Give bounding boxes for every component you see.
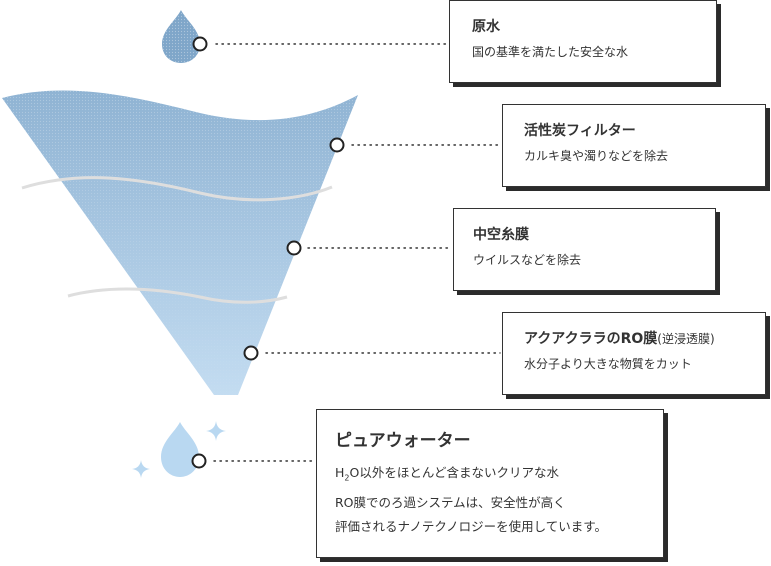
raw-water-drop-dots (162, 10, 200, 63)
stage-title: 原水 (472, 19, 500, 35)
sparkle-icon (132, 460, 150, 478)
connector-dot-carbon (329, 137, 345, 153)
stage-raw-water-box: 原水 国の基準を満たした安全な水 (449, 0, 717, 83)
connector-dot-ro (243, 345, 259, 361)
pure-water-line-2: RO膜でのろ過システムは、安全性が高く (335, 494, 566, 510)
pure-water-line-1: H2O以外をほとんど含まないクリアな水 (335, 465, 559, 483)
filter-layer-wave-1 (21, 176, 333, 202)
stage-description: カルキ臭や濁りなどを除去 (524, 149, 669, 163)
pure-water-box: ピュアウォーター H2O以外をほとんど含まないクリアな水 RO膜でのろ過システム… (316, 409, 664, 558)
stage-title: 活性炭フィルター (524, 123, 636, 139)
stage-ro-membrane-box: アクアクララのRO膜(逆浸透膜) 水分子より大きな物質をカット (502, 312, 766, 395)
filter-layer-wave-2 (67, 287, 288, 304)
stage-description: 国の基準を満たした安全な水 (472, 45, 629, 59)
stage-hollow-fiber-box: 中空糸膜 ウイルスなどを除去 (453, 208, 716, 291)
stage-description: ウイルスなどを除去 (473, 253, 582, 267)
sparkle-icon (206, 421, 226, 441)
connector-dot-raw (192, 36, 208, 52)
pure-water-title: ピュアウォーター (335, 431, 471, 451)
stage-title: 中空糸膜 (473, 227, 529, 243)
stage-title: アクアクララのRO膜(逆浸透膜) (524, 331, 715, 347)
stage-title-sub: (逆浸透膜) (657, 332, 715, 346)
pure-water-line-3: 評価されるナノテクノロジーを使用しています。 (335, 518, 608, 534)
pure-water-drop-icon (161, 422, 199, 477)
pure-water-description: H2O以外をほとんど含まないクリアな水 RO膜でのろ過システムは、安全性が高く … (335, 461, 663, 539)
connector-dot-hollow (286, 240, 302, 256)
stage-description: 水分子より大きな物質をカット (524, 357, 692, 371)
funnel-dot-texture (2, 90, 358, 396)
connector-dot-pure (191, 453, 207, 469)
stage-activated-carbon-box: 活性炭フィルター カルキ臭や濁りなどを除去 (502, 104, 766, 187)
